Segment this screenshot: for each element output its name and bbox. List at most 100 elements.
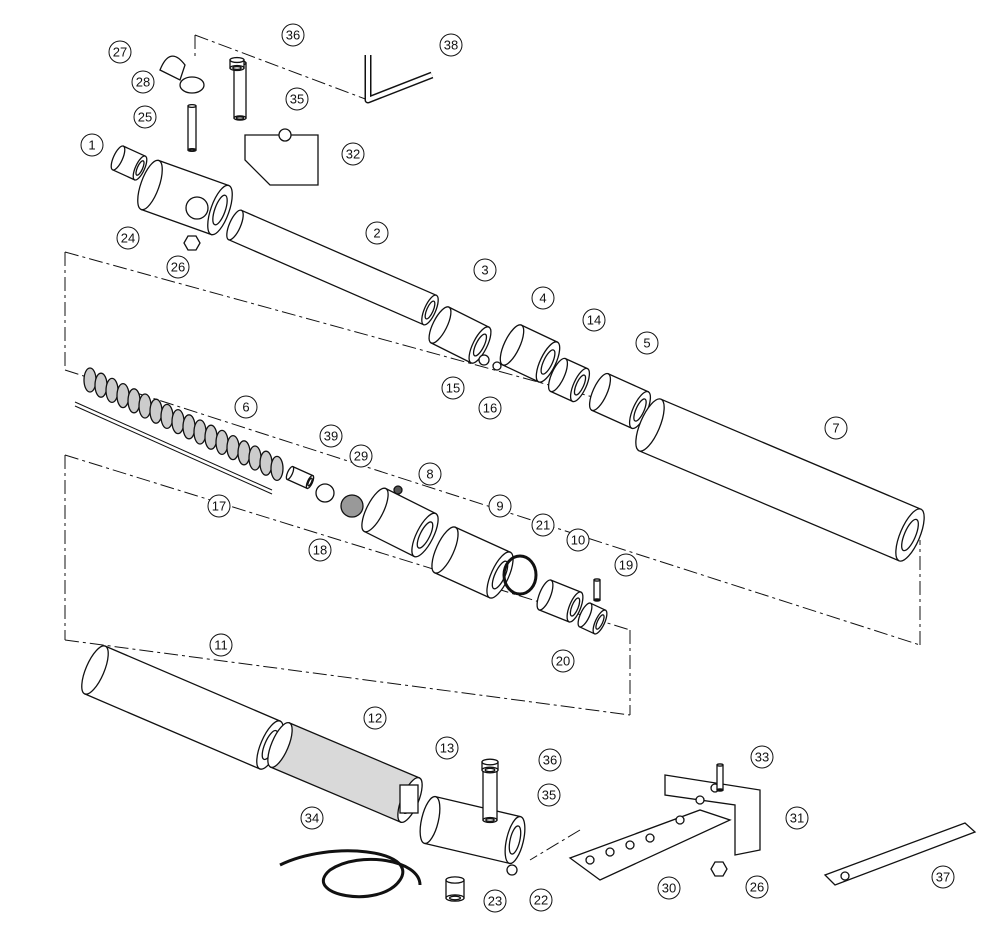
pin-part-35-bore	[485, 817, 495, 823]
pin-part-35-bore	[235, 116, 245, 120]
callout-circle	[363, 706, 387, 730]
gland-part-23-end	[445, 876, 465, 884]
callout-label: 26	[750, 880, 764, 895]
callout-circle	[657, 876, 681, 900]
coupler-part-20	[577, 602, 608, 635]
ring-part-14-bore	[573, 374, 587, 396]
tube-part-7-body	[638, 398, 922, 562]
pin-part-19-bore	[594, 598, 600, 602]
callout-circle	[439, 33, 463, 57]
cap-part-27	[159, 55, 186, 81]
callout-circle	[418, 462, 442, 486]
screw-thread	[193, 419, 207, 445]
clamp-part-5	[588, 372, 652, 430]
motor-part-12-end	[267, 722, 293, 768]
bracket-hole	[625, 840, 635, 850]
callout-label: 37	[936, 870, 950, 885]
cap-part-36-end	[481, 758, 499, 766]
housing-part-8-bore	[416, 521, 434, 549]
tube-part-7-bore	[901, 518, 919, 552]
callout-37: 37	[931, 865, 955, 889]
callout-36: 36	[538, 748, 562, 772]
callout-circle	[234, 395, 258, 419]
cable-part-34	[279, 849, 422, 899]
bushing-part-10-bore	[569, 597, 581, 617]
callout-label: 14	[587, 313, 601, 328]
callout-label: 35	[290, 92, 304, 107]
callout-label: 23	[488, 894, 502, 909]
callout-label: 24	[121, 231, 135, 246]
callout-3: 3	[473, 258, 497, 282]
callout-circle	[435, 736, 459, 760]
callout-circle	[750, 745, 774, 769]
callout-1: 1	[80, 133, 104, 157]
callout-label: 16	[483, 401, 497, 416]
callout-label: 27	[113, 45, 127, 60]
callout-circle	[488, 494, 512, 518]
washer-part-39	[315, 483, 335, 503]
callout-circle	[531, 286, 555, 310]
set-screw-part-29	[393, 485, 403, 495]
screw-thread	[182, 414, 196, 440]
callout-label: 5	[643, 336, 650, 351]
callout-circle	[537, 783, 561, 807]
callout-label: 34	[305, 811, 319, 826]
bolt-part-25-body	[187, 105, 197, 151]
clamp-part-5-end	[588, 372, 612, 412]
callout-circle	[531, 513, 555, 537]
callout-label: 28	[136, 75, 150, 90]
callout-circle	[209, 633, 233, 657]
callout-25: 25	[133, 105, 157, 129]
callout-circle	[349, 444, 373, 468]
callout-circle	[341, 142, 365, 166]
cap-part-36	[229, 56, 245, 72]
collar-part-9-end	[431, 526, 459, 574]
screw-thread	[248, 445, 262, 471]
bushing-part-1-bore	[135, 160, 145, 176]
rod-part-17	[74, 401, 273, 491]
callout-circle	[166, 255, 190, 279]
bushing-part-1	[110, 145, 148, 181]
tube-part-7-end	[635, 398, 665, 452]
callout-circle	[131, 70, 155, 94]
callout-13: 13	[435, 736, 459, 760]
gland-part-23	[445, 876, 465, 902]
clamp-part-3	[428, 306, 492, 364]
callout-22: 22	[529, 888, 553, 912]
bracket-part-30	[568, 809, 732, 881]
callout-26: 26	[745, 875, 769, 899]
callout-circle	[133, 105, 157, 129]
callout-label: 21	[536, 518, 550, 533]
clamp-block-part-24-bore	[212, 194, 228, 226]
callout-label: 18	[313, 543, 327, 558]
bolt-part-33	[716, 763, 724, 792]
bushing-part-10-end	[536, 579, 554, 611]
gearbox-part-13-end	[419, 795, 441, 845]
callout-circle	[281, 23, 305, 47]
callout-circle	[614, 553, 638, 577]
callout-label: 19	[619, 558, 633, 573]
tube-part-2-end	[226, 209, 244, 241]
callout-label: 31	[790, 811, 804, 826]
callout-36: 36	[281, 23, 305, 47]
bracket-hole	[605, 847, 615, 857]
callout-circle	[931, 865, 955, 889]
ring-part-14	[547, 357, 591, 403]
gearbox-part-13-bore	[508, 825, 522, 855]
callout-label: 8	[426, 467, 433, 482]
screw-thread	[259, 450, 273, 476]
screw-thread	[105, 377, 119, 404]
screw-thread	[226, 434, 240, 461]
callout-9: 9	[488, 494, 512, 518]
assembly-centerline	[64, 454, 631, 631]
callout-circle	[529, 888, 553, 912]
callout-label: 29	[354, 449, 368, 464]
bolt-part-25-end	[187, 103, 197, 109]
callout-14: 14	[582, 308, 606, 332]
callout-29: 29	[349, 444, 373, 468]
callout-34: 34	[300, 806, 324, 830]
bracket-hole	[278, 128, 292, 142]
cap-part-36-bore	[232, 65, 242, 71]
